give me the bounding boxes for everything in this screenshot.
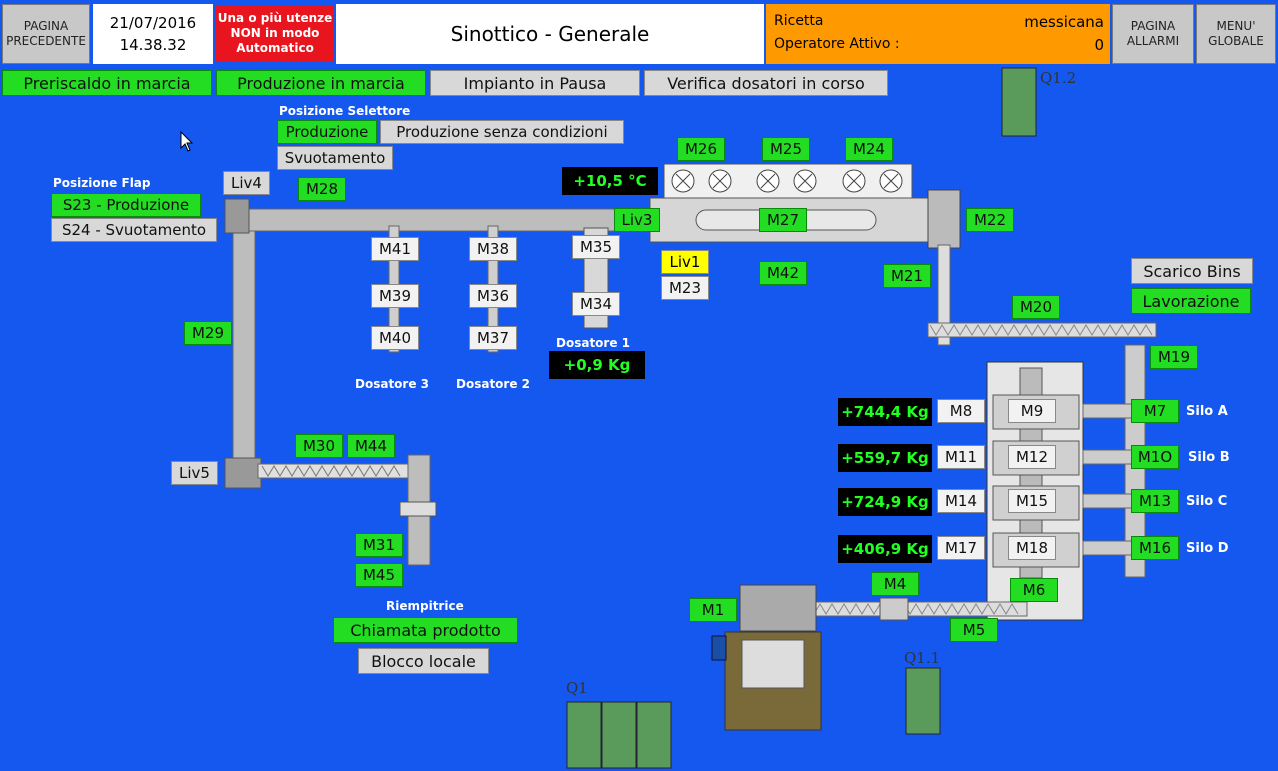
doser3-label: Dosatore 3: [355, 377, 430, 391]
motor-m26[interactable]: M26: [677, 137, 725, 161]
recipe-label: Ricetta: [774, 13, 824, 29]
filler-call-button[interactable]: Chiamata prodotto: [333, 617, 518, 643]
motor-m1[interactable]: M1: [689, 598, 737, 622]
motor-m39[interactable]: M39: [371, 284, 419, 308]
filler-lock-button[interactable]: Blocco locale: [358, 648, 489, 674]
silo-b-label: Silo B: [1188, 450, 1230, 465]
motor-m7[interactable]: M7: [1131, 399, 1179, 423]
level-liv4[interactable]: Liv4: [223, 171, 270, 195]
motor-m45[interactable]: M45: [355, 563, 403, 587]
level-liv5[interactable]: Liv5: [171, 461, 218, 485]
motor-m22[interactable]: M22: [966, 208, 1014, 232]
motor-m38[interactable]: M38: [469, 237, 517, 261]
datetime-box: 21/07/2016 14.38.32: [93, 4, 213, 64]
motor-m12[interactable]: M12: [1008, 445, 1056, 469]
motor-m4[interactable]: M4: [871, 572, 919, 596]
cabinet-q1-label: Q1: [566, 679, 588, 697]
status-production: Produzione in marcia: [216, 70, 426, 96]
motor-m25[interactable]: M25: [762, 137, 810, 161]
motor-m42[interactable]: M42: [759, 261, 807, 285]
motor-m23[interactable]: M23: [661, 276, 709, 300]
flap-s23-button[interactable]: S23 - Produzione: [51, 193, 201, 217]
oven-temperature: +10,5 °C: [562, 167, 658, 195]
motor-m10[interactable]: M1O: [1131, 445, 1179, 469]
silo-d-weight: +406,9 Kg: [838, 535, 932, 563]
doser1-label: Dosatore 1: [556, 336, 631, 350]
motor-m24[interactable]: M24: [845, 137, 893, 161]
motor-m40[interactable]: M40: [371, 326, 419, 350]
selector-title: Posizione Selettore: [279, 104, 411, 118]
motor-m44[interactable]: M44: [347, 434, 395, 458]
alarm-page-button[interactable]: PAGINA ALLARMI: [1112, 4, 1194, 64]
status-dosers: Verifica dosatori in corso: [644, 70, 888, 96]
time-text: 14.38.32: [119, 36, 187, 54]
motor-m34[interactable]: M34: [572, 292, 620, 316]
motor-m35[interactable]: M35: [572, 235, 620, 259]
lavorazione-button[interactable]: Lavorazione: [1131, 288, 1251, 314]
motor-m9[interactable]: M9: [1008, 399, 1056, 423]
motor-m15[interactable]: M15: [1008, 489, 1056, 513]
global-menu-label: MENU' GLOBALE: [1208, 19, 1264, 48]
cabinet-q11-label: Q1.1: [904, 649, 941, 667]
operator-value: 0: [1094, 36, 1104, 54]
motor-m11[interactable]: M11: [937, 445, 985, 469]
silo-a-label: Silo A: [1186, 404, 1228, 419]
doser1-weight: +0,9 Kg: [549, 351, 645, 379]
motor-m36[interactable]: M36: [469, 284, 517, 308]
motor-m21[interactable]: M21: [883, 264, 931, 288]
recipe-value: messicana: [1024, 13, 1104, 31]
motor-m8[interactable]: M8: [937, 399, 985, 423]
level-liv3[interactable]: Liv3: [614, 208, 660, 232]
level-liv1[interactable]: Liv1: [661, 250, 709, 274]
alarm-page-label: PAGINA ALLARMI: [1126, 19, 1180, 48]
silo-c-weight: +724,9 Kg: [838, 488, 932, 516]
motor-m16[interactable]: M16: [1131, 536, 1179, 560]
status-preheat: Preriscaldo in marcia: [2, 70, 212, 96]
motor-m41[interactable]: M41: [371, 237, 419, 261]
selector-production-button[interactable]: Produzione: [277, 120, 377, 144]
silo-b-weight: +559,7 Kg: [838, 444, 932, 472]
silo-a-weight: +744,4 Kg: [838, 398, 932, 426]
prev-page-label: PAGINA PRECEDENTE: [6, 19, 86, 48]
selector-production-nc-button[interactable]: Produzione senza condizioni: [380, 120, 624, 144]
motor-m28[interactable]: M28: [298, 177, 346, 201]
silo-d-label: Silo D: [1186, 541, 1229, 556]
motor-m20[interactable]: M20: [1012, 295, 1060, 319]
motor-m19[interactable]: M19: [1150, 345, 1198, 369]
scarico-bins-button[interactable]: Scarico Bins: [1131, 258, 1253, 284]
motor-m37[interactable]: M37: [469, 326, 517, 350]
motor-m29[interactable]: M29: [184, 321, 232, 345]
motor-m13[interactable]: M13: [1131, 489, 1179, 513]
status-pause: Impianto in Pausa: [430, 70, 640, 96]
cabinet-q12-label: Q1.2: [1040, 69, 1077, 87]
silo-c-label: Silo C: [1186, 494, 1228, 509]
prev-page-button[interactable]: PAGINA PRECEDENTE: [2, 4, 90, 64]
date-text: 21/07/2016: [109, 14, 197, 32]
motor-m30[interactable]: M30: [295, 434, 343, 458]
motor-m31[interactable]: M31: [355, 533, 403, 557]
motor-m6[interactable]: M6: [1010, 578, 1058, 602]
global-menu-button[interactable]: MENU' GLOBALE: [1196, 4, 1276, 64]
motor-m5[interactable]: M5: [950, 618, 998, 642]
recipe-panel: Ricetta messicana Operatore Attivo : 0: [766, 4, 1110, 64]
flap-s24-button[interactable]: S24 - Svuotamento: [51, 218, 217, 242]
selector-empty-button[interactable]: Svuotamento: [277, 146, 393, 170]
filler-title: Riempitrice: [386, 599, 464, 613]
flap-title: Posizione Flap: [53, 176, 151, 190]
motor-m27[interactable]: M27: [759, 208, 807, 232]
motor-m18[interactable]: M18: [1008, 536, 1056, 560]
motor-m17[interactable]: M17: [937, 536, 985, 560]
page-title: Sinottico - Generale: [336, 4, 764, 64]
mouse-cursor-icon: [180, 131, 194, 152]
alert-banner: Una o più utenze NON in modo Automatico: [216, 6, 334, 62]
doser2-label: Dosatore 2: [456, 377, 531, 391]
motor-m14[interactable]: M14: [937, 489, 985, 513]
operator-label: Operatore Attivo :: [774, 36, 900, 52]
